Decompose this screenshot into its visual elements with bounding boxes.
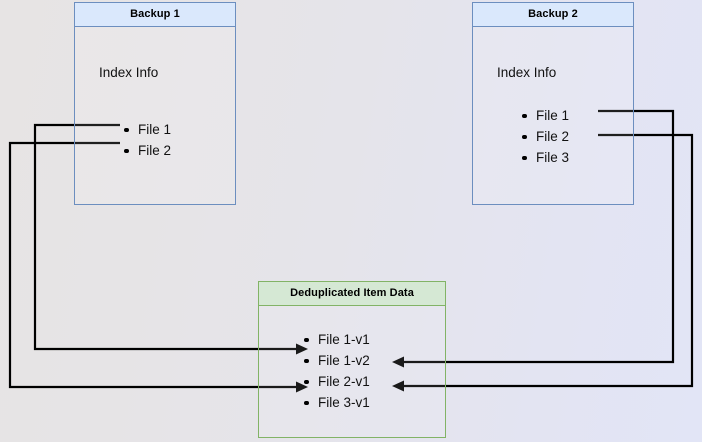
node-backup-1-body: Index Info File 1 File 2 bbox=[75, 27, 235, 205]
node-backup-2[interactable]: Backup 2 Index Info File 1 File 2 File 3 bbox=[472, 2, 634, 205]
backup-1-file-list: File 1 File 2 bbox=[122, 119, 171, 161]
backup-1-index-info-label: Index Info bbox=[99, 65, 159, 80]
list-item[interactable]: File 1-v1 bbox=[302, 329, 370, 350]
node-backup-1-title: Backup 1 bbox=[75, 3, 235, 27]
node-deduplicated-item-data[interactable]: Deduplicated Item Data File 1-v1 File 1-… bbox=[258, 281, 446, 438]
list-item[interactable]: File 2 bbox=[520, 126, 569, 147]
dedup-file-list: File 1-v1 File 1-v2 File 2-v1 File 3-v1 bbox=[302, 329, 370, 413]
list-item[interactable]: File 2 bbox=[122, 140, 171, 161]
list-item[interactable]: File 1 bbox=[122, 119, 171, 140]
node-deduplicated-item-data-title: Deduplicated Item Data bbox=[259, 282, 445, 306]
node-deduplicated-item-data-body: File 1-v1 File 1-v2 File 2-v1 File 3-v1 bbox=[259, 306, 445, 438]
list-item[interactable]: File 1-v2 bbox=[302, 350, 370, 371]
backup-2-index-info-label: Index Info bbox=[497, 65, 557, 80]
list-item[interactable]: File 3-v1 bbox=[302, 392, 370, 413]
list-item[interactable]: File 3 bbox=[520, 147, 569, 168]
node-backup-2-body: Index Info File 1 File 2 File 3 bbox=[473, 27, 633, 205]
backup-2-file-list: File 1 File 2 File 3 bbox=[520, 105, 569, 168]
list-item[interactable]: File 1 bbox=[520, 105, 569, 126]
node-backup-1[interactable]: Backup 1 Index Info File 1 File 2 bbox=[74, 2, 236, 205]
list-item[interactable]: File 2-v1 bbox=[302, 371, 370, 392]
node-backup-2-title: Backup 2 bbox=[473, 3, 633, 27]
